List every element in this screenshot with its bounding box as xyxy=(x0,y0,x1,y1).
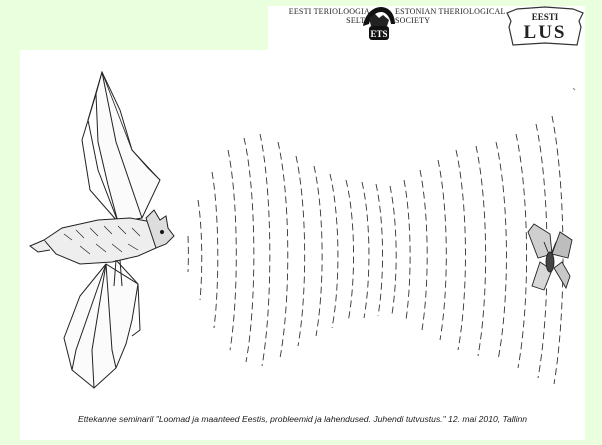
bat-icon xyxy=(30,72,174,388)
moth-icon xyxy=(528,224,572,290)
slide-header: EESTI TERIOLOOGIA SELTS ETS ESTONIAN THE… xyxy=(0,0,602,50)
org-name-estonian-line1: EESTI TERIOLOOGIA xyxy=(268,7,370,16)
org-name-estonian: EESTI TERIOLOOGIA SELTS xyxy=(268,7,370,25)
society-logo-text: ETS xyxy=(370,29,387,39)
org-name-estonian-line2: SELTS xyxy=(268,16,370,25)
slide-footer-caption: Ettekanne seminaril "Loomad ja maanteed … xyxy=(20,414,585,424)
speck-mark xyxy=(573,88,575,90)
bat-echolocation-illustration xyxy=(20,50,585,410)
eesti-lus-logo-bottom-text: LUS xyxy=(524,22,567,43)
eesti-lus-logo-top-text: EESTI xyxy=(532,12,559,22)
society-logo-icon: ETS xyxy=(361,4,397,44)
echolocation-waves xyxy=(188,116,563,384)
eesti-lus-logo: EESTI LUS xyxy=(505,5,585,47)
